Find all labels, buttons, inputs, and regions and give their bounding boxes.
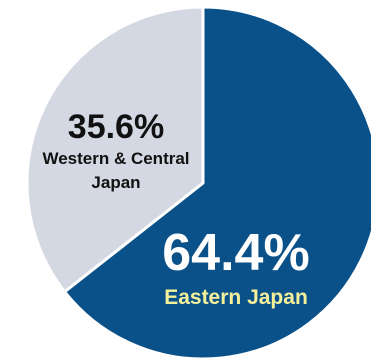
pie-slice-eastern-japan (63, 5, 371, 361)
pie-slice-western-central-japan (25, 5, 205, 294)
slice-value-label-eastern-japan: 64.4% (162, 224, 309, 282)
pie-labels: 64.4% Eastern Japan 35.6% Western & Cent… (42, 108, 309, 309)
slice-category-label-western-central-japan-line1: Western & Central (42, 149, 189, 168)
pie-slices (25, 5, 371, 361)
slice-value-label-western-central-japan: 35.6% (68, 108, 164, 146)
slice-category-label-western-central-japan-line2: Japan (91, 173, 140, 192)
slice-category-label-eastern-japan: Eastern Japan (164, 286, 308, 309)
